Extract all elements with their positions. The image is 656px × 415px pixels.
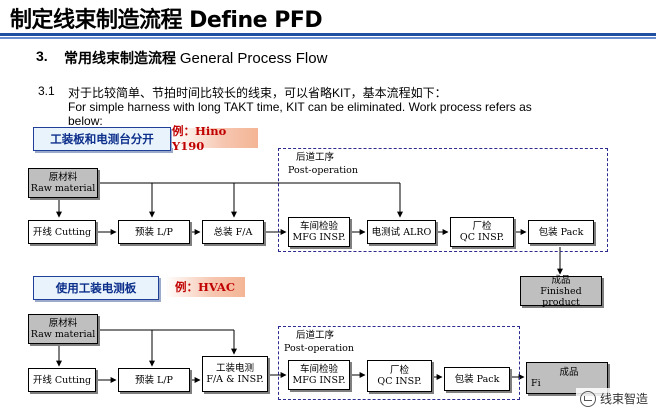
- flow1-pack: 包装 Pack: [528, 220, 594, 244]
- flow2-post-cn: 后道工序: [296, 330, 335, 341]
- flow1-post-cn: 后道工序: [296, 152, 335, 163]
- flow2-post-operation-frame: [278, 326, 520, 400]
- flow2-post-en: Post-operation: [284, 343, 354, 354]
- title-rule: [0, 33, 656, 41]
- flow1-post-operation-frame: [278, 148, 608, 252]
- intro-line-cn: 对于比较简单、节拍时间比较长的线束，可以省略KIT，基本流程如下：: [68, 86, 447, 100]
- flow1-fa: 总装 F/A: [202, 220, 264, 244]
- page-title: 制定线束制造流程 Define PFD: [10, 8, 323, 33]
- watermark-text: 线束智造: [599, 392, 648, 406]
- flow2-lp: 预装 L/P: [118, 368, 190, 392]
- flow1-tag: 工装板和电测台分开: [33, 127, 171, 151]
- intro-number: 3.1: [38, 84, 55, 98]
- section-heading: 常用线束制造流程 General Process Flow: [64, 48, 327, 68]
- intro-line-en1: For simple harness with long TAKT time, …: [68, 100, 532, 114]
- section-title-cn: 常用线束制造流程: [64, 50, 176, 66]
- flow2-cutting: 开线 Cutting: [28, 368, 96, 392]
- wechat-icon: [579, 390, 596, 407]
- flow2-pack: 包装 Pack: [444, 367, 510, 391]
- flow1-alro: 电测试 ALRO: [367, 220, 436, 244]
- flow2-example: 例：HVAC: [165, 277, 245, 297]
- flow1-cutting: 开线 Cutting: [28, 220, 96, 244]
- flow1-post-en: Post-operation: [288, 165, 358, 176]
- section-title-en: General Process Flow: [179, 50, 328, 67]
- section-number: 3.: [36, 48, 48, 64]
- flow1-example: 例：Hino Y190: [172, 124, 258, 153]
- flow1-lp: 预装 L/P: [118, 220, 190, 244]
- watermark: 线束智造: [575, 388, 654, 409]
- intro-line-en2: below:: [68, 114, 103, 128]
- flow2-tag: 使用工装电测板: [33, 276, 159, 300]
